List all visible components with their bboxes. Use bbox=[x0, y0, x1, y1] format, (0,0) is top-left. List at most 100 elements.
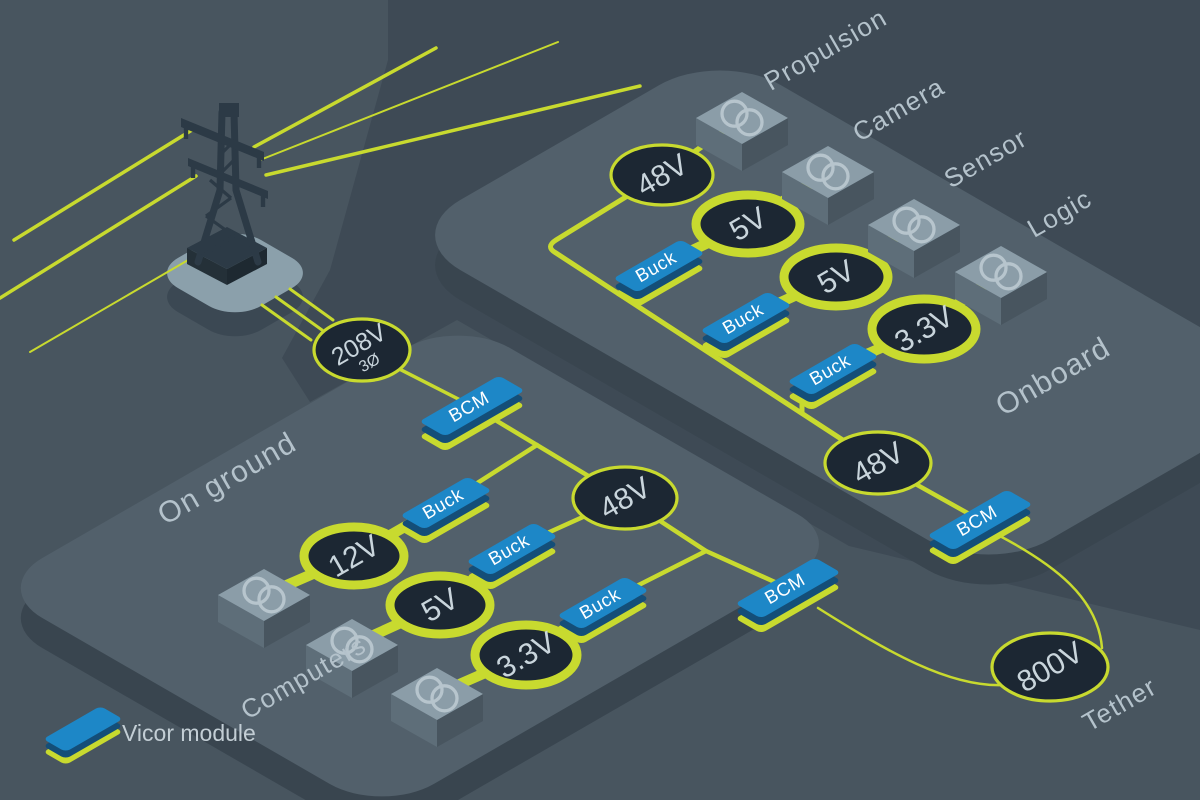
node-3v3-ground: 3.3V bbox=[470, 620, 582, 690]
module-top-face bbox=[559, 577, 647, 629]
tower-leg-right bbox=[230, 108, 262, 266]
tower-brace bbox=[205, 214, 235, 238]
load-camera bbox=[782, 146, 874, 225]
cube-top-face bbox=[306, 619, 398, 671]
load-computer-2 bbox=[306, 619, 398, 698]
module-bcm-ground: BCM bbox=[421, 376, 523, 451]
load-rings-icon bbox=[330, 626, 359, 655]
load-rings-icon bbox=[892, 206, 921, 235]
cube-top-face bbox=[391, 668, 483, 720]
platform-onground-top bbox=[20, 335, 819, 797]
node-ring bbox=[823, 430, 933, 496]
load-rings-icon bbox=[257, 585, 286, 614]
wire-segment bbox=[288, 287, 335, 322]
power-line bbox=[12, 128, 194, 242]
node-ring bbox=[990, 631, 1110, 703]
load-rings-icon bbox=[720, 99, 749, 128]
cube-right-face bbox=[742, 118, 788, 171]
transmission-tower-icon bbox=[181, 103, 268, 285]
node-800v: 800V bbox=[990, 631, 1110, 703]
wire-segment bbox=[260, 303, 313, 342]
module-bcm-onboard: BCM bbox=[929, 490, 1031, 565]
module-top-face bbox=[615, 240, 703, 292]
load-sensor bbox=[868, 199, 960, 278]
module-buck-5v-ground: Buck bbox=[468, 523, 556, 590]
cube-top-face bbox=[696, 92, 788, 144]
node-ring bbox=[299, 522, 409, 590]
node-ring bbox=[867, 294, 981, 364]
module-top-face bbox=[702, 292, 790, 344]
cube-right-face bbox=[1001, 272, 1047, 325]
node-3v3-onboard: 3.3V bbox=[867, 294, 981, 364]
cube-left-face bbox=[218, 595, 264, 648]
node-ring bbox=[609, 143, 715, 207]
wire-bcm-onboard--800v bbox=[996, 533, 1104, 650]
load-logic bbox=[955, 246, 1047, 325]
legend-label: Vicor module bbox=[122, 720, 256, 746]
legend-module-layer bbox=[45, 707, 121, 751]
module-top-face bbox=[737, 558, 839, 618]
cube-left-face bbox=[306, 645, 352, 698]
node-12v: 12V bbox=[299, 522, 409, 590]
power-lines bbox=[0, 41, 642, 353]
cube-top-face bbox=[782, 146, 874, 198]
power-line bbox=[252, 46, 438, 149]
tower-brace bbox=[205, 196, 232, 218]
module-buck-5v-2: Buck bbox=[702, 292, 790, 359]
tower-insulator bbox=[260, 194, 266, 207]
vicor-module-icon bbox=[45, 707, 121, 764]
power-line bbox=[0, 174, 198, 300]
legend: Vicor module bbox=[45, 707, 256, 764]
tower-insulator bbox=[256, 155, 262, 168]
wire-bcm-tether-ground--800v bbox=[816, 606, 1007, 687]
node-ring bbox=[470, 620, 582, 690]
cube-top-face bbox=[868, 199, 960, 251]
tower-cap bbox=[219, 103, 239, 117]
load-rings-icon bbox=[979, 253, 1008, 282]
load-propulsion bbox=[696, 92, 788, 171]
tower-brace bbox=[201, 234, 235, 258]
node-48v-ground: 48V bbox=[571, 465, 679, 531]
module-top-face bbox=[421, 376, 523, 436]
node-5v-1: 5V bbox=[691, 190, 805, 258]
load-computer-1 bbox=[218, 569, 310, 648]
cube-top-face bbox=[955, 246, 1047, 298]
tower-crossarm-upper bbox=[181, 118, 264, 161]
tower-insulator bbox=[190, 165, 196, 178]
node-5v-2: 5V bbox=[779, 243, 893, 311]
cube-top-face bbox=[218, 569, 310, 621]
load-computer-3 bbox=[391, 668, 483, 747]
load-rings-icon bbox=[430, 684, 459, 713]
cube-right-face bbox=[828, 172, 874, 225]
load-rings-icon bbox=[994, 262, 1023, 291]
node-ring bbox=[691, 190, 805, 258]
node-48v-onboard: 48V bbox=[823, 430, 933, 496]
cube-left-face bbox=[696, 118, 742, 171]
cube-left-face bbox=[391, 694, 437, 747]
load-rings-icon bbox=[907, 215, 936, 244]
load-rings-icon bbox=[415, 675, 444, 704]
tower-brace bbox=[220, 158, 236, 174]
module-buck-3v3-ground: Buck bbox=[559, 577, 647, 644]
cube-left-face bbox=[868, 225, 914, 278]
node-ring bbox=[385, 571, 495, 639]
tower-brace bbox=[208, 178, 233, 200]
load-rings-icon bbox=[345, 635, 374, 664]
cube-left-face bbox=[955, 272, 1001, 325]
load-rings-icon bbox=[806, 153, 835, 182]
tower-crossarm-lower bbox=[188, 158, 268, 199]
node-ring bbox=[312, 317, 412, 383]
module-top-face bbox=[929, 490, 1031, 550]
node-5v-ground: 5V bbox=[385, 571, 495, 639]
cube-right-face bbox=[437, 694, 483, 747]
power-line bbox=[264, 84, 642, 177]
load-rings-icon bbox=[821, 162, 850, 191]
power-line bbox=[259, 41, 559, 161]
cube-left-face bbox=[782, 172, 828, 225]
module-top-face bbox=[789, 343, 877, 395]
node-ring bbox=[779, 243, 893, 311]
load-rings-icon bbox=[735, 108, 764, 137]
